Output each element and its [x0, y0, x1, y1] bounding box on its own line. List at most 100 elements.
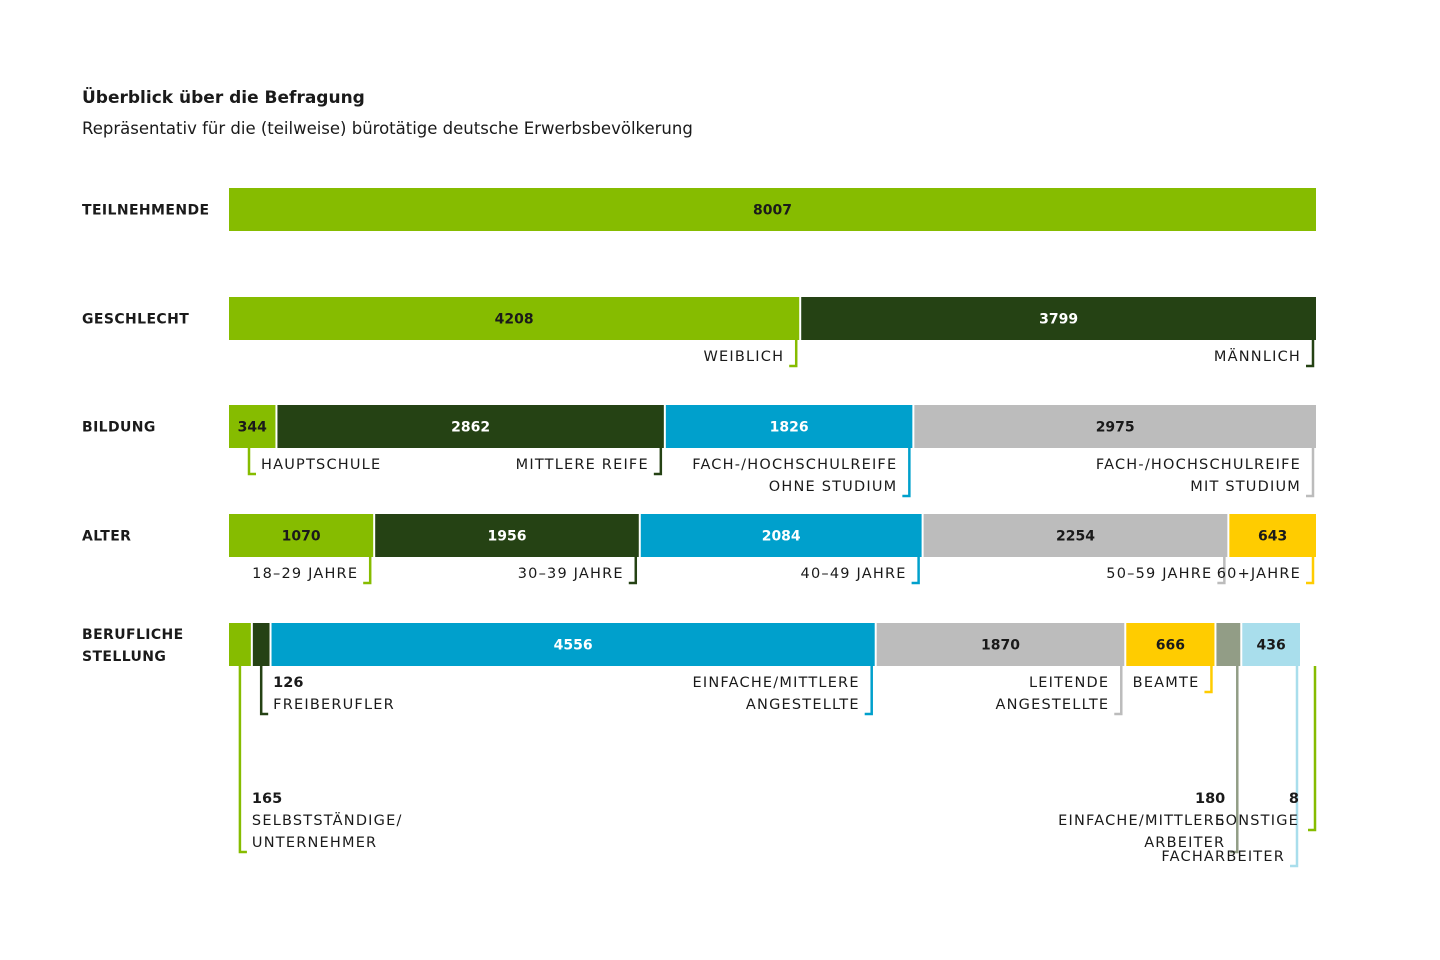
category-label: EINFACHE/MITTLERE [693, 675, 860, 691]
bracket-line [911, 557, 920, 585]
bar-segment [923, 514, 1228, 557]
bar-segment [1126, 623, 1215, 666]
category-label: SONSTIGE [1215, 813, 1299, 829]
bar-segment [876, 623, 1125, 666]
category-label: LEITENDE [1029, 675, 1109, 691]
bar-segment-group: 8007 [229, 188, 1316, 231]
bracket-line [653, 448, 663, 476]
bar-segment [271, 623, 875, 666]
value-label: 1070 [282, 529, 321, 545]
value-label: 1956 [487, 529, 526, 545]
bracket-line [789, 340, 798, 368]
bar-segment [640, 514, 922, 557]
value-label: 344 [238, 420, 267, 436]
category-label: SELBSTSTÄNDIGE/ [252, 811, 403, 829]
category-label: MÄNNLICH [1214, 347, 1301, 365]
bar-segment [229, 623, 251, 666]
row-label: GESCHLECHT [82, 312, 189, 328]
bracket-line [1306, 340, 1315, 368]
bar-segment [229, 188, 1316, 231]
value-label: 8007 [753, 203, 792, 219]
value-label: 1870 [981, 638, 1020, 654]
category-label: 30–39 JAHRE [518, 566, 624, 582]
value-label: 643 [1258, 529, 1287, 545]
value-label: 2862 [451, 420, 490, 436]
row-label: TEILNEHMENDE [82, 203, 209, 219]
bracket-line [1308, 666, 1317, 832]
category-label: WEIBLICH [703, 349, 784, 365]
category-value: 126 [273, 675, 303, 691]
bracket-line [902, 448, 911, 498]
category-value: 165 [252, 791, 282, 807]
category-label: 60+JAHRE [1217, 566, 1301, 582]
bracket-line [864, 666, 873, 716]
chart-row: BERUFLICHESTELLUNG165SELBSTSTÄNDIGE/UNTE… [82, 623, 1317, 868]
value-label: 2254 [1056, 529, 1095, 545]
value-label: 2084 [762, 529, 801, 545]
category-label: OHNE STUDIUM [769, 479, 898, 495]
bar-segment-group: 1956 30–39 JAHRE [375, 514, 639, 585]
bar-segment [229, 297, 800, 340]
bracket-line [628, 557, 638, 585]
row-label: BERUFLICHE [82, 627, 184, 643]
bracket-line [1114, 666, 1123, 716]
value-label: 666 [1156, 638, 1185, 654]
value-label: 1826 [770, 420, 809, 436]
bracket-line [1290, 666, 1299, 868]
bracket-line [259, 666, 269, 716]
category-label: FACH-/HOCHSCHULREIFE [1096, 457, 1301, 473]
bar-segment [1216, 623, 1241, 666]
value-label: 3799 [1039, 312, 1078, 328]
category-label: FACH-/HOCHSCHULREIFE [692, 457, 897, 473]
bracket-line [1230, 666, 1239, 854]
row-label: BILDUNG [82, 420, 156, 436]
bar-segment [801, 297, 1316, 340]
bar-segment [252, 623, 270, 666]
bracket-line [1217, 557, 1226, 585]
bracket-line [247, 448, 256, 476]
category-label: MITTLERE REIFE [516, 457, 649, 473]
bar-segment [375, 514, 639, 557]
category-label: ANGESTELLTE [746, 697, 860, 713]
bar-segment-group: 643 60+JAHRE [1217, 514, 1316, 585]
bracket-line [1204, 666, 1213, 694]
bar-segment [1229, 514, 1316, 557]
chart-title: Überblick über die Befragung [82, 88, 365, 108]
value-label: 2975 [1096, 420, 1135, 436]
category-label: ARBEITER [1144, 835, 1225, 851]
bracket-line [363, 557, 372, 585]
bar-segment [914, 405, 1316, 448]
category-label: ANGESTELLTE [996, 697, 1110, 713]
chart-subtitle: Repräsentativ für die (teilweise) bürotä… [82, 119, 693, 138]
row-label: STELLUNG [82, 649, 166, 665]
bar-segment [229, 514, 374, 557]
bar-segment [1242, 623, 1300, 666]
bracket-line [1306, 557, 1315, 585]
category-label: FACHARBEITER [1161, 849, 1285, 865]
category-label: HAUPTSCHULE [261, 457, 381, 473]
category-value: 180 [1195, 791, 1225, 807]
category-label: EINFACHE/MITTLERE [1058, 813, 1225, 829]
category-label: 40–49 JAHRE [801, 566, 907, 582]
row-label: ALTER [82, 529, 131, 545]
category-label: FREIBERUFLER [273, 697, 395, 713]
bar-segment [229, 405, 276, 448]
